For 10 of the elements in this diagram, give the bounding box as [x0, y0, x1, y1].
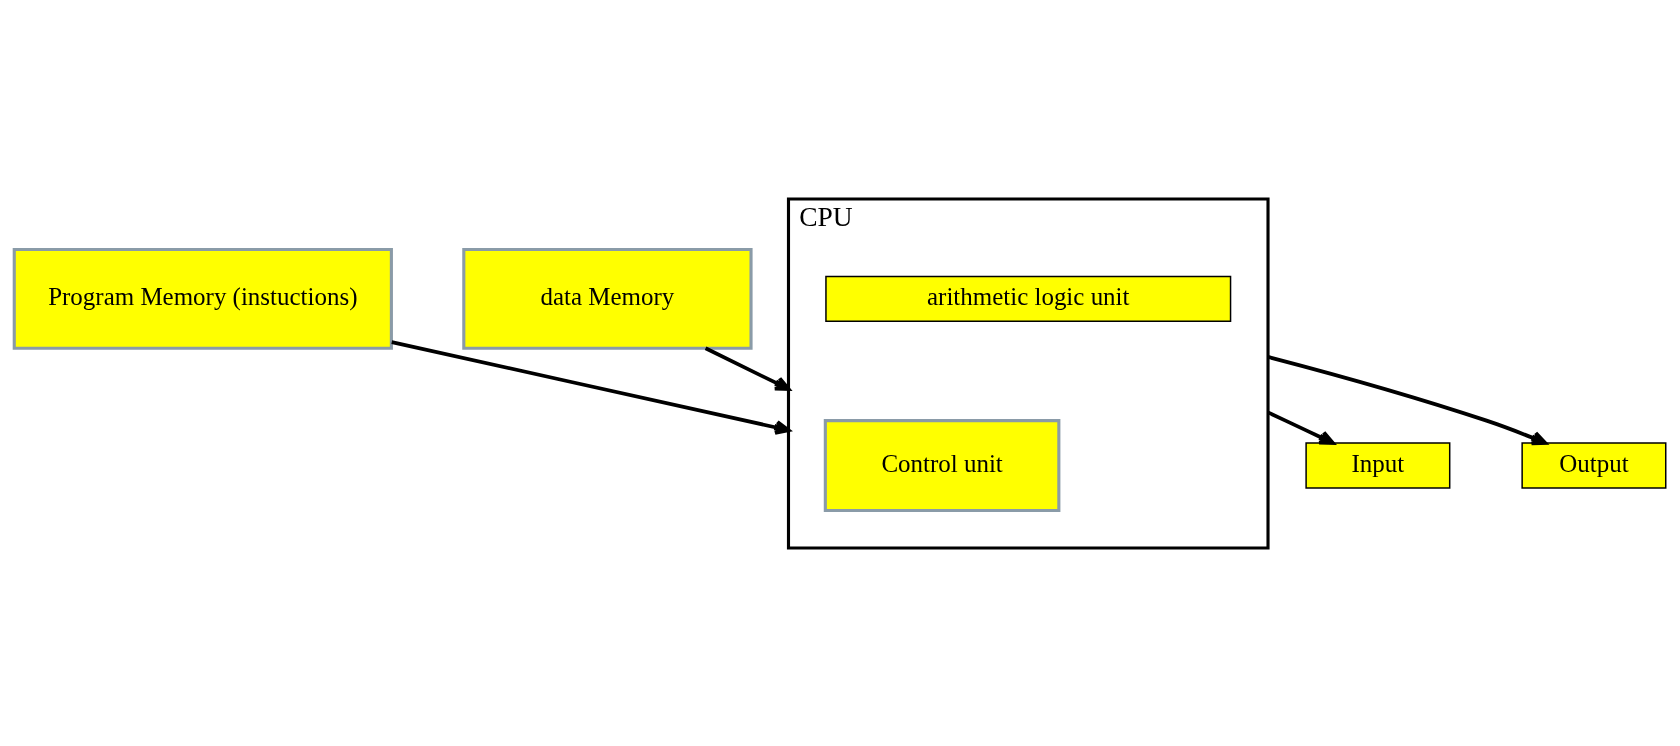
- node-box: Input: [1305, 441, 1451, 489]
- node-box: data Memory: [462, 247, 753, 350]
- node-box: Control unit: [823, 418, 1061, 512]
- arrow: [391, 339, 791, 435]
- arrow: [1267, 410, 1335, 445]
- arrow: [1267, 354, 1548, 445]
- arrow: [704, 346, 791, 391]
- node-box: Output: [1521, 441, 1667, 489]
- node-box: Program Memory (instuctions): [12, 247, 393, 350]
- node-box: arithmetic logic unit: [825, 275, 1232, 322]
